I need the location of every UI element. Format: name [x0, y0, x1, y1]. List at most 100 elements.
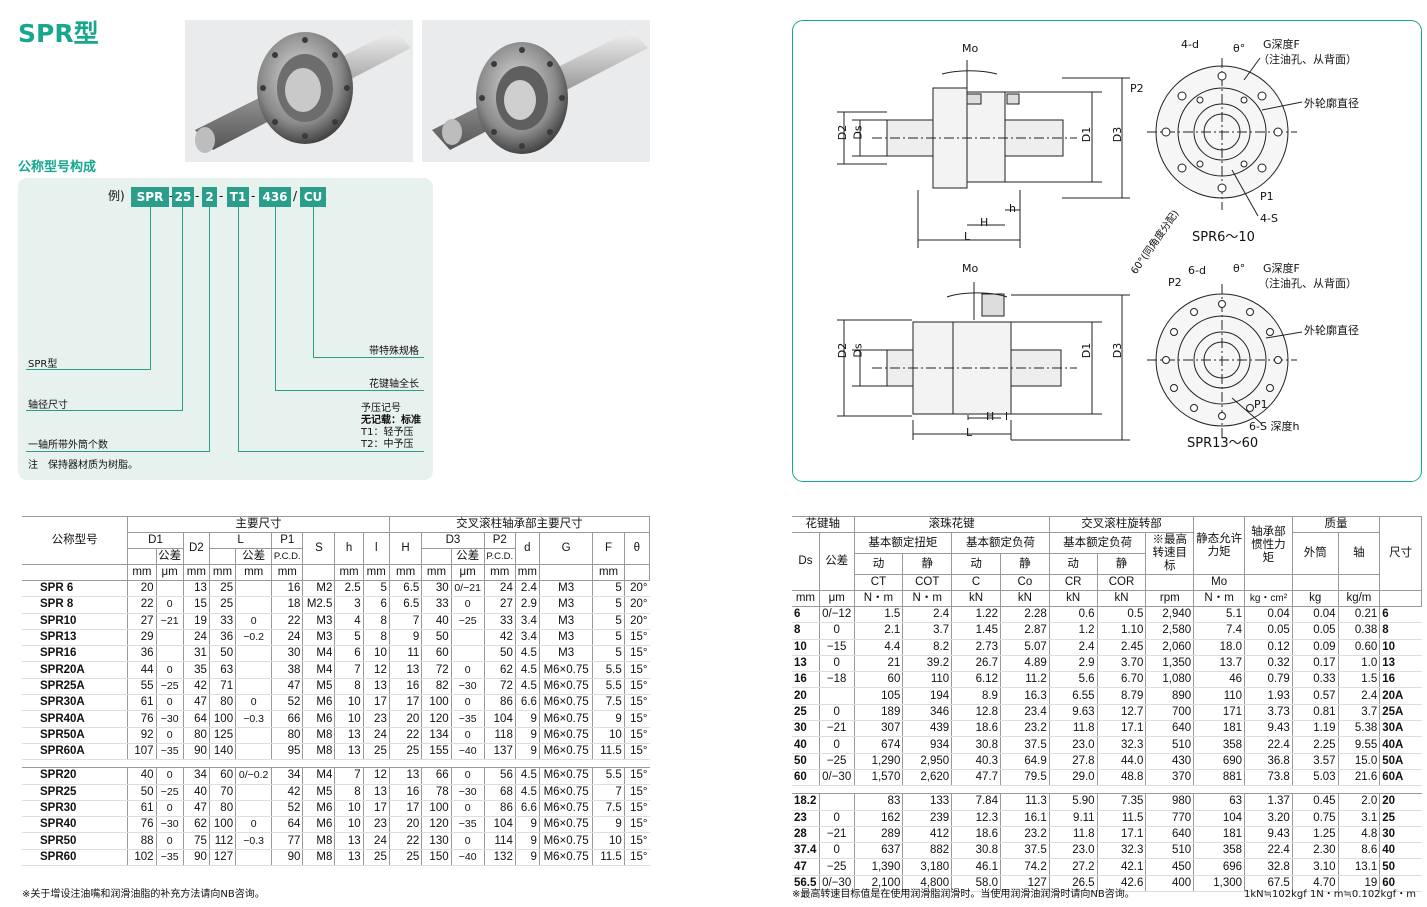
- table-cell: 0: [818, 622, 855, 640]
- table-cell: [818, 687, 855, 705]
- table-cell: 2.4: [1337, 687, 1380, 705]
- table-cell: 5: [362, 580, 390, 598]
- drawing-frame: [792, 20, 1422, 482]
- table-cell: 132: [483, 849, 516, 867]
- table-cell: 30A: [1379, 720, 1422, 738]
- dim-l-b: L: [966, 426, 973, 439]
- col-d1: D1: [127, 532, 184, 549]
- table-cell: 37.5: [999, 736, 1050, 754]
- table-cell: 19: [1337, 875, 1380, 893]
- table-cell: 10: [334, 694, 364, 712]
- unit: mm: [182, 564, 210, 581]
- table-cell: 9: [514, 743, 540, 761]
- table-cell: 13: [362, 678, 390, 696]
- table-cell: 15°: [623, 678, 650, 696]
- table-cell: 15°: [623, 784, 650, 801]
- table-cell: 0: [450, 661, 485, 679]
- table-cell: 25: [388, 743, 422, 761]
- table-cell: 100: [208, 710, 236, 728]
- table-cell: 450: [1145, 858, 1194, 876]
- table-cell: 9: [514, 727, 540, 744]
- table-cell: 77: [271, 832, 303, 850]
- table-cell: 21: [853, 655, 903, 673]
- table-cell: 114: [483, 832, 516, 850]
- table-cell: SPR25: [22, 784, 128, 801]
- col-ds: Ds: [792, 532, 820, 591]
- table-cell: 46.1: [951, 858, 1001, 876]
- table-cell: 8.6: [1337, 842, 1380, 860]
- table-cell: 13: [1379, 655, 1422, 673]
- table-cell: 10: [592, 832, 625, 850]
- table-cell: 10: [792, 639, 820, 656]
- dim-g-b: G深度F: [1263, 262, 1300, 275]
- table-cell: 134: [421, 727, 452, 744]
- table-cell: 22.4: [1244, 736, 1293, 754]
- table-cell: [235, 678, 272, 696]
- table-cell: 50: [1379, 858, 1422, 876]
- table-cell: 9: [592, 710, 625, 728]
- table-cell: 0: [235, 816, 272, 834]
- col-p1-pcd: P.C.D.: [271, 548, 304, 565]
- table-cell: 50: [208, 645, 236, 663]
- table-cell: −25: [450, 613, 485, 630]
- table-cell: 17: [388, 694, 422, 712]
- table-cell: 0/−30: [818, 875, 855, 893]
- dim-theta-a: θ°: [1233, 42, 1246, 55]
- footnote-right: ※最高转速目标值是在使用润滑脂润滑时。当使用润滑油润滑时请向NB咨询。: [792, 889, 1135, 900]
- table-cell: 105: [853, 687, 903, 705]
- table-cell: 20: [792, 687, 820, 705]
- table-cell: 13: [334, 743, 364, 761]
- table-cell: 15°: [623, 661, 650, 679]
- table-cell: 64: [182, 710, 210, 728]
- table-cell: 104: [483, 710, 516, 728]
- table-cell: −30: [155, 710, 184, 728]
- table-cell: 0.60: [1337, 639, 1380, 656]
- table-cell: 17: [388, 800, 422, 818]
- table-cell: 12: [362, 767, 390, 785]
- table-cell: [818, 793, 855, 811]
- table-cell: SPR10: [22, 613, 128, 630]
- table-cell: 15°: [623, 832, 650, 850]
- table-cell: 9: [514, 710, 540, 728]
- dim-4s: 4-S: [1260, 212, 1278, 225]
- table-cell: 29: [127, 629, 157, 647]
- table-cell: 9: [592, 816, 625, 834]
- table-cell: 23.4: [999, 704, 1050, 722]
- table-cell: 3.4: [514, 629, 540, 647]
- table-cell: 23.2: [999, 826, 1050, 844]
- table-cell: 140: [208, 743, 236, 761]
- table-cell: 1,570: [853, 769, 903, 787]
- unit: mm: [592, 564, 625, 581]
- table-cell: 137: [483, 743, 516, 761]
- table-cell: 60: [853, 671, 903, 689]
- label-preload-title: 予压记号: [361, 403, 401, 414]
- table-cell: 0: [155, 727, 184, 744]
- dim-ds-b: Ds: [851, 343, 865, 358]
- table-cell: 2.5: [334, 580, 364, 598]
- table-cell: −21: [818, 720, 855, 738]
- code-prefix: 例): [108, 189, 125, 203]
- table-cell: 74.2: [999, 858, 1050, 876]
- code-part-preload: T1: [227, 187, 249, 207]
- table-cell: 17: [362, 800, 390, 818]
- unit: kN: [999, 590, 1050, 607]
- table-cell: 1,350: [1145, 655, 1194, 673]
- table-cell: 0: [818, 810, 855, 827]
- table-cell: 6.6: [514, 694, 540, 712]
- table-cell: −0.2: [235, 629, 272, 647]
- table-cell: 52: [271, 694, 303, 712]
- table-cell: 60: [421, 645, 452, 663]
- table-cell: 5.03: [1291, 769, 1339, 787]
- dim-6s: 6-S 深度h: [1249, 420, 1300, 433]
- unit: kg/m: [1337, 590, 1381, 607]
- table-cell: 289: [853, 826, 903, 844]
- table-cell: 6.70: [1096, 671, 1146, 689]
- table-cell: 15°: [623, 629, 650, 647]
- table-cell: 11.5: [1096, 810, 1146, 827]
- table-cell: 5.5: [592, 678, 625, 696]
- col-theta: θ: [623, 532, 651, 565]
